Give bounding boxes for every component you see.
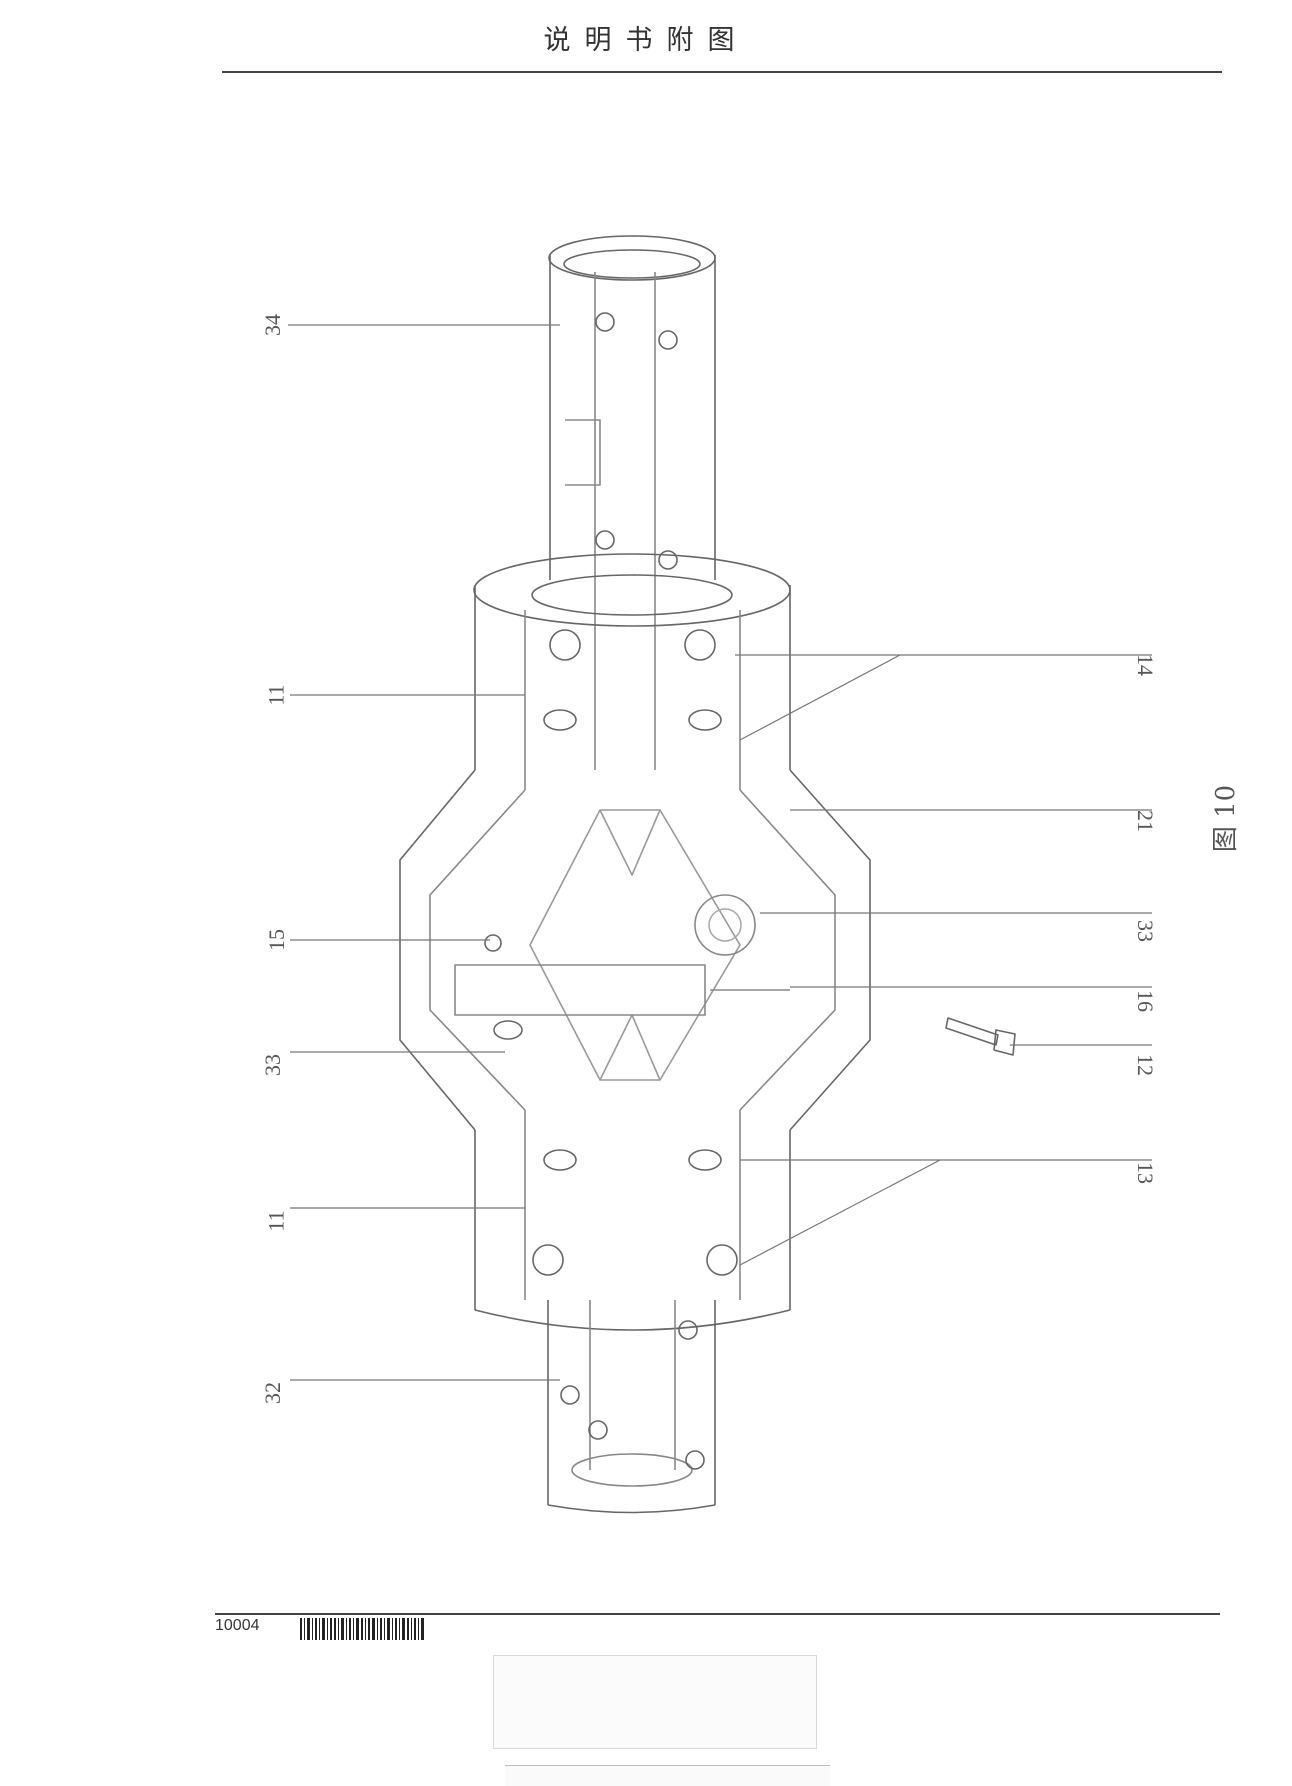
scan-artifact bbox=[505, 1765, 830, 1786]
ref-numeral: 11 bbox=[263, 1210, 289, 1232]
upper-housing bbox=[473, 553, 791, 790]
leader-lines bbox=[288, 324, 1152, 1381]
ref-numeral: 21 bbox=[1133, 810, 1158, 832]
scan-artifact bbox=[493, 1655, 817, 1749]
ref-numeral: 33 bbox=[260, 1054, 285, 1076]
ref-numeral: 34 bbox=[260, 314, 285, 336]
ref-numeral: 12 bbox=[1133, 1054, 1158, 1076]
middle-housing bbox=[399, 769, 871, 1131]
ref-numeral: 32 bbox=[260, 1382, 285, 1404]
lower-housing bbox=[474, 1110, 791, 1331]
barcode-icon bbox=[300, 1618, 424, 1640]
lower-shaft bbox=[547, 1300, 716, 1514]
ref-numeral: 16 bbox=[1133, 990, 1158, 1012]
upper-shaft bbox=[548, 235, 716, 770]
ref-numeral: 33 bbox=[1133, 920, 1158, 942]
footer-rule bbox=[215, 1613, 1220, 1615]
page-title: 说明书附图 bbox=[543, 25, 749, 56]
footer-code: 10004 bbox=[215, 1617, 260, 1634]
ref-numeral: 11 bbox=[263, 684, 289, 706]
ref-numeral: 14 bbox=[1133, 654, 1158, 676]
ref-numeral: 13 bbox=[1133, 1162, 1158, 1184]
bolt-12 bbox=[945, 1017, 1016, 1056]
header-rule bbox=[222, 71, 1222, 73]
ref-numeral: 15 bbox=[264, 929, 289, 951]
figure-label: 图 10 bbox=[1211, 784, 1242, 853]
